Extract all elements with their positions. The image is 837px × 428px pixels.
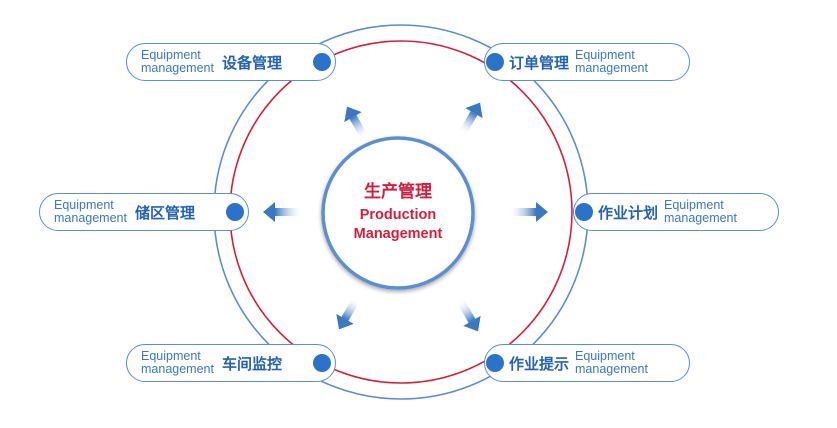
arrow-bottom-right — [457, 299, 481, 332]
node-top-right-dot — [486, 53, 504, 71]
node-mid-left-dot — [226, 203, 244, 221]
node-bottom-right-zh: 作业提示 — [509, 354, 570, 373]
arrow-mid-left — [263, 202, 301, 222]
arrow-mid-right — [510, 202, 548, 222]
node-top-right-zh: 订单管理 — [509, 53, 570, 72]
center-label: 生产管理 Production Management — [318, 177, 478, 244]
node-top-left-zh: 设备管理 — [221, 53, 282, 72]
node-bottom-right-dot — [486, 354, 504, 372]
center-title-en-2: Management — [353, 226, 443, 242]
center-title-en-1: Production — [359, 207, 437, 223]
center-title-zh: 生产管理 — [364, 182, 432, 202]
arrow-bottom-left — [336, 297, 360, 330]
center-circle — [321, 136, 475, 290]
node-mid-left-zh: 储区管理 — [134, 203, 195, 222]
node-bottom-left-zh: 车间监控 — [221, 354, 282, 373]
arrow-top-right — [459, 102, 483, 135]
node-mid-right-dot — [575, 203, 593, 221]
node-top-left-dot — [313, 53, 331, 71]
node-bottom-left-dot — [313, 354, 331, 372]
node-mid-right-zh: 作业计划 — [598, 203, 659, 222]
arrow-top-left — [344, 106, 368, 139]
